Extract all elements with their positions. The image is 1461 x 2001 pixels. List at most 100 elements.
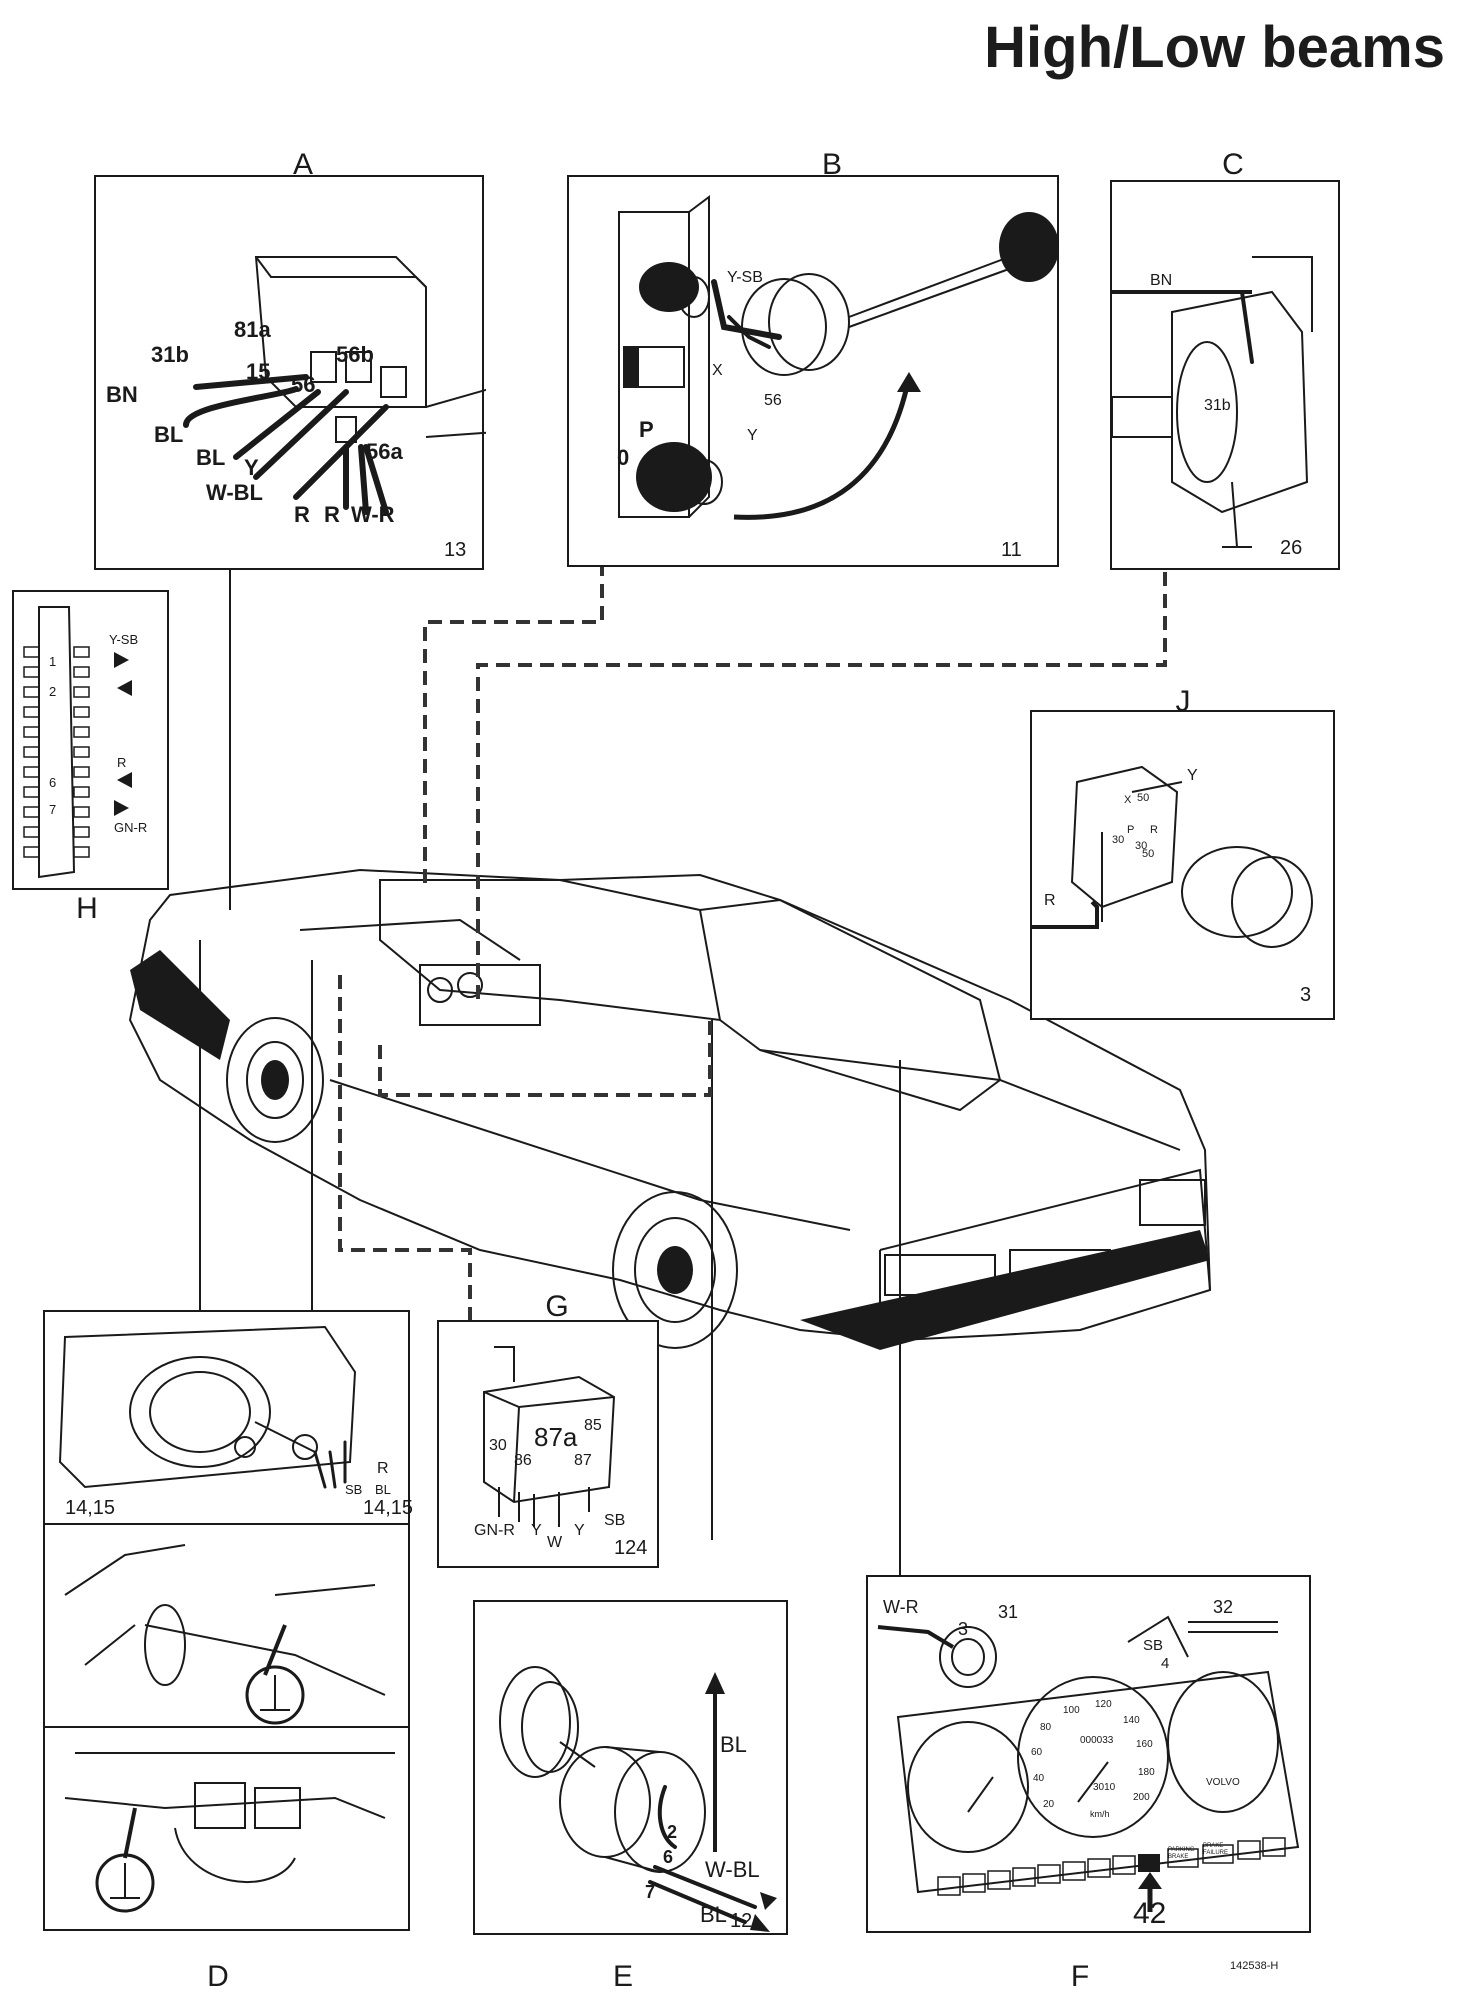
pin-x: X xyxy=(1124,794,1132,806)
fuse-box-illustration xyxy=(23,606,132,879)
wire-gn-r: GN-R xyxy=(474,1522,515,1539)
panel-d-headlight: R SB BL 14,15 14,15 xyxy=(43,1310,414,1525)
pin-2: 2 xyxy=(667,1822,678,1842)
panel-f-letter: F xyxy=(1070,1960,1090,1993)
pin-50b: 50 xyxy=(1142,848,1155,860)
pin-86: 86 xyxy=(514,1452,532,1469)
pin-32: 32 xyxy=(1213,1597,1234,1617)
ref-number: 13 xyxy=(444,539,467,561)
panel-h-letter: H xyxy=(76,892,98,925)
ref-number: 3 xyxy=(1300,984,1312,1006)
wire-y: Y xyxy=(747,427,758,444)
position-p: P xyxy=(639,417,654,442)
ref-number: 42 xyxy=(1133,1897,1167,1930)
pin-30b: 30 xyxy=(1135,840,1148,852)
warn-parking-brake: PARKING BRAKE xyxy=(1168,1847,1195,1860)
relay-illustration xyxy=(483,1346,616,1527)
wire-y2: Y xyxy=(574,1522,585,1539)
panel-d-ground-1 xyxy=(43,1523,410,1728)
ref-number: 124 xyxy=(614,1537,648,1559)
headlight-illustration xyxy=(58,1325,357,1489)
pin-r: R xyxy=(1150,824,1158,836)
pin-p: P xyxy=(1127,824,1135,836)
panel-a-letter: A xyxy=(292,148,313,181)
wire-bl-down: BL xyxy=(700,1902,727,1927)
pin-6: 6 xyxy=(49,775,57,790)
panel-g: 30 86 87a 85 87 GN-R Y W Y SB 124 xyxy=(437,1320,659,1568)
wire-gn-r: GN-R xyxy=(114,820,148,835)
pin-30: 30 xyxy=(489,1437,507,1454)
catalog-number: 142538-H xyxy=(1230,1960,1279,1972)
pin-7: 7 xyxy=(49,802,57,817)
speed-unit: km/h xyxy=(1090,1809,1110,1819)
odometer: 000033 xyxy=(1080,1735,1114,1746)
panel-g-letter: G xyxy=(545,1290,569,1323)
wire-bn: BN xyxy=(1150,272,1173,289)
wire-y: Y xyxy=(1187,767,1198,784)
wire-sb: SB xyxy=(1143,1637,1164,1654)
wire-r: R xyxy=(377,1460,389,1477)
panel-j: Y R X 50 P 30 R 30 50 3 xyxy=(1030,710,1335,1020)
speedo-160: 160 xyxy=(1136,1739,1153,1750)
panel-e: BL W-BL BL 2 6 7 12 xyxy=(473,1600,788,1935)
panel-c-letter: C xyxy=(1222,148,1244,181)
speedo-100: 100 xyxy=(1063,1705,1080,1716)
ref-number: 12 xyxy=(730,1910,753,1932)
panel-b: Y-SB X 56 Y P 0 11 xyxy=(567,175,1059,567)
warn-brake-failure: BRAKE FAILURE xyxy=(1203,1843,1229,1856)
pin-81a: 81a xyxy=(234,317,271,342)
speedo-20: 20 xyxy=(1043,1799,1055,1810)
ref-right: 14,15 xyxy=(363,1497,414,1519)
wire-bl: BL xyxy=(375,1482,391,1497)
ref-number: 26 xyxy=(1280,537,1303,559)
pin-31b: 31b xyxy=(151,342,189,367)
pin-31: 31 xyxy=(998,1602,1019,1622)
pin-2: 2 xyxy=(49,684,57,699)
pin-15: 15 xyxy=(246,359,271,384)
pin-6: 6 xyxy=(663,1847,674,1867)
pin-4: 4 xyxy=(1161,1655,1170,1672)
leader-lines-dashed xyxy=(338,562,1167,1330)
wire-r: R xyxy=(117,755,127,770)
pin-87a: 87a xyxy=(534,1422,578,1452)
pin-50: 50 xyxy=(1137,792,1150,804)
light-switch-illustration xyxy=(618,195,1059,520)
brand-label: VOLVO xyxy=(1206,1777,1240,1788)
ref-number: 11 xyxy=(1001,539,1022,561)
pin-56: 56 xyxy=(291,372,316,397)
panel-d-ground-2 xyxy=(43,1726,410,1931)
pin-56a: 56a xyxy=(366,439,403,464)
speedo-80: 80 xyxy=(1040,1722,1052,1733)
wire-r: R xyxy=(1044,892,1056,909)
wire-r-1: R xyxy=(294,502,310,527)
wire-bl-1: BL xyxy=(154,422,184,447)
wire-r-2: R xyxy=(324,502,340,527)
speedo-60: 60 xyxy=(1031,1747,1043,1758)
wire-w-r: W-R xyxy=(351,502,395,527)
panel-d-letter: D xyxy=(207,1960,229,1993)
wire-y: Y xyxy=(531,1522,542,1539)
pin-7: 7 xyxy=(645,1882,656,1902)
leader-lines-solid xyxy=(199,562,1126,1575)
ground-point-illustration xyxy=(64,1544,386,1725)
pin-3: 3 xyxy=(958,1619,969,1639)
pin-30: 30 xyxy=(1112,834,1125,846)
car-illustration xyxy=(128,868,1212,1350)
pin-87: 87 xyxy=(574,1452,592,1469)
speedo-200: 200 xyxy=(1133,1792,1150,1803)
speedo-180: 180 xyxy=(1138,1767,1155,1778)
wire-w-bl: W-BL xyxy=(705,1857,760,1882)
wire-w-bl: W-BL xyxy=(206,480,263,505)
wire-y-sb: Y-SB xyxy=(109,632,139,647)
relay-illustration xyxy=(183,256,486,515)
wire-y: Y xyxy=(244,455,259,480)
trip-meter: 3010 xyxy=(1093,1782,1116,1793)
pin-85: 85 xyxy=(584,1417,602,1434)
wire-sb: SB xyxy=(345,1482,363,1497)
page-title: High/Low beams xyxy=(984,15,1445,80)
panel-a: 81a 31b 15 56 56b 56a BN BL BL Y W-BL R … xyxy=(94,175,486,570)
pin-31b: 31b xyxy=(1204,397,1231,414)
wire-y-sb: Y-SB xyxy=(727,269,763,286)
wire-56: 56 xyxy=(764,392,782,409)
